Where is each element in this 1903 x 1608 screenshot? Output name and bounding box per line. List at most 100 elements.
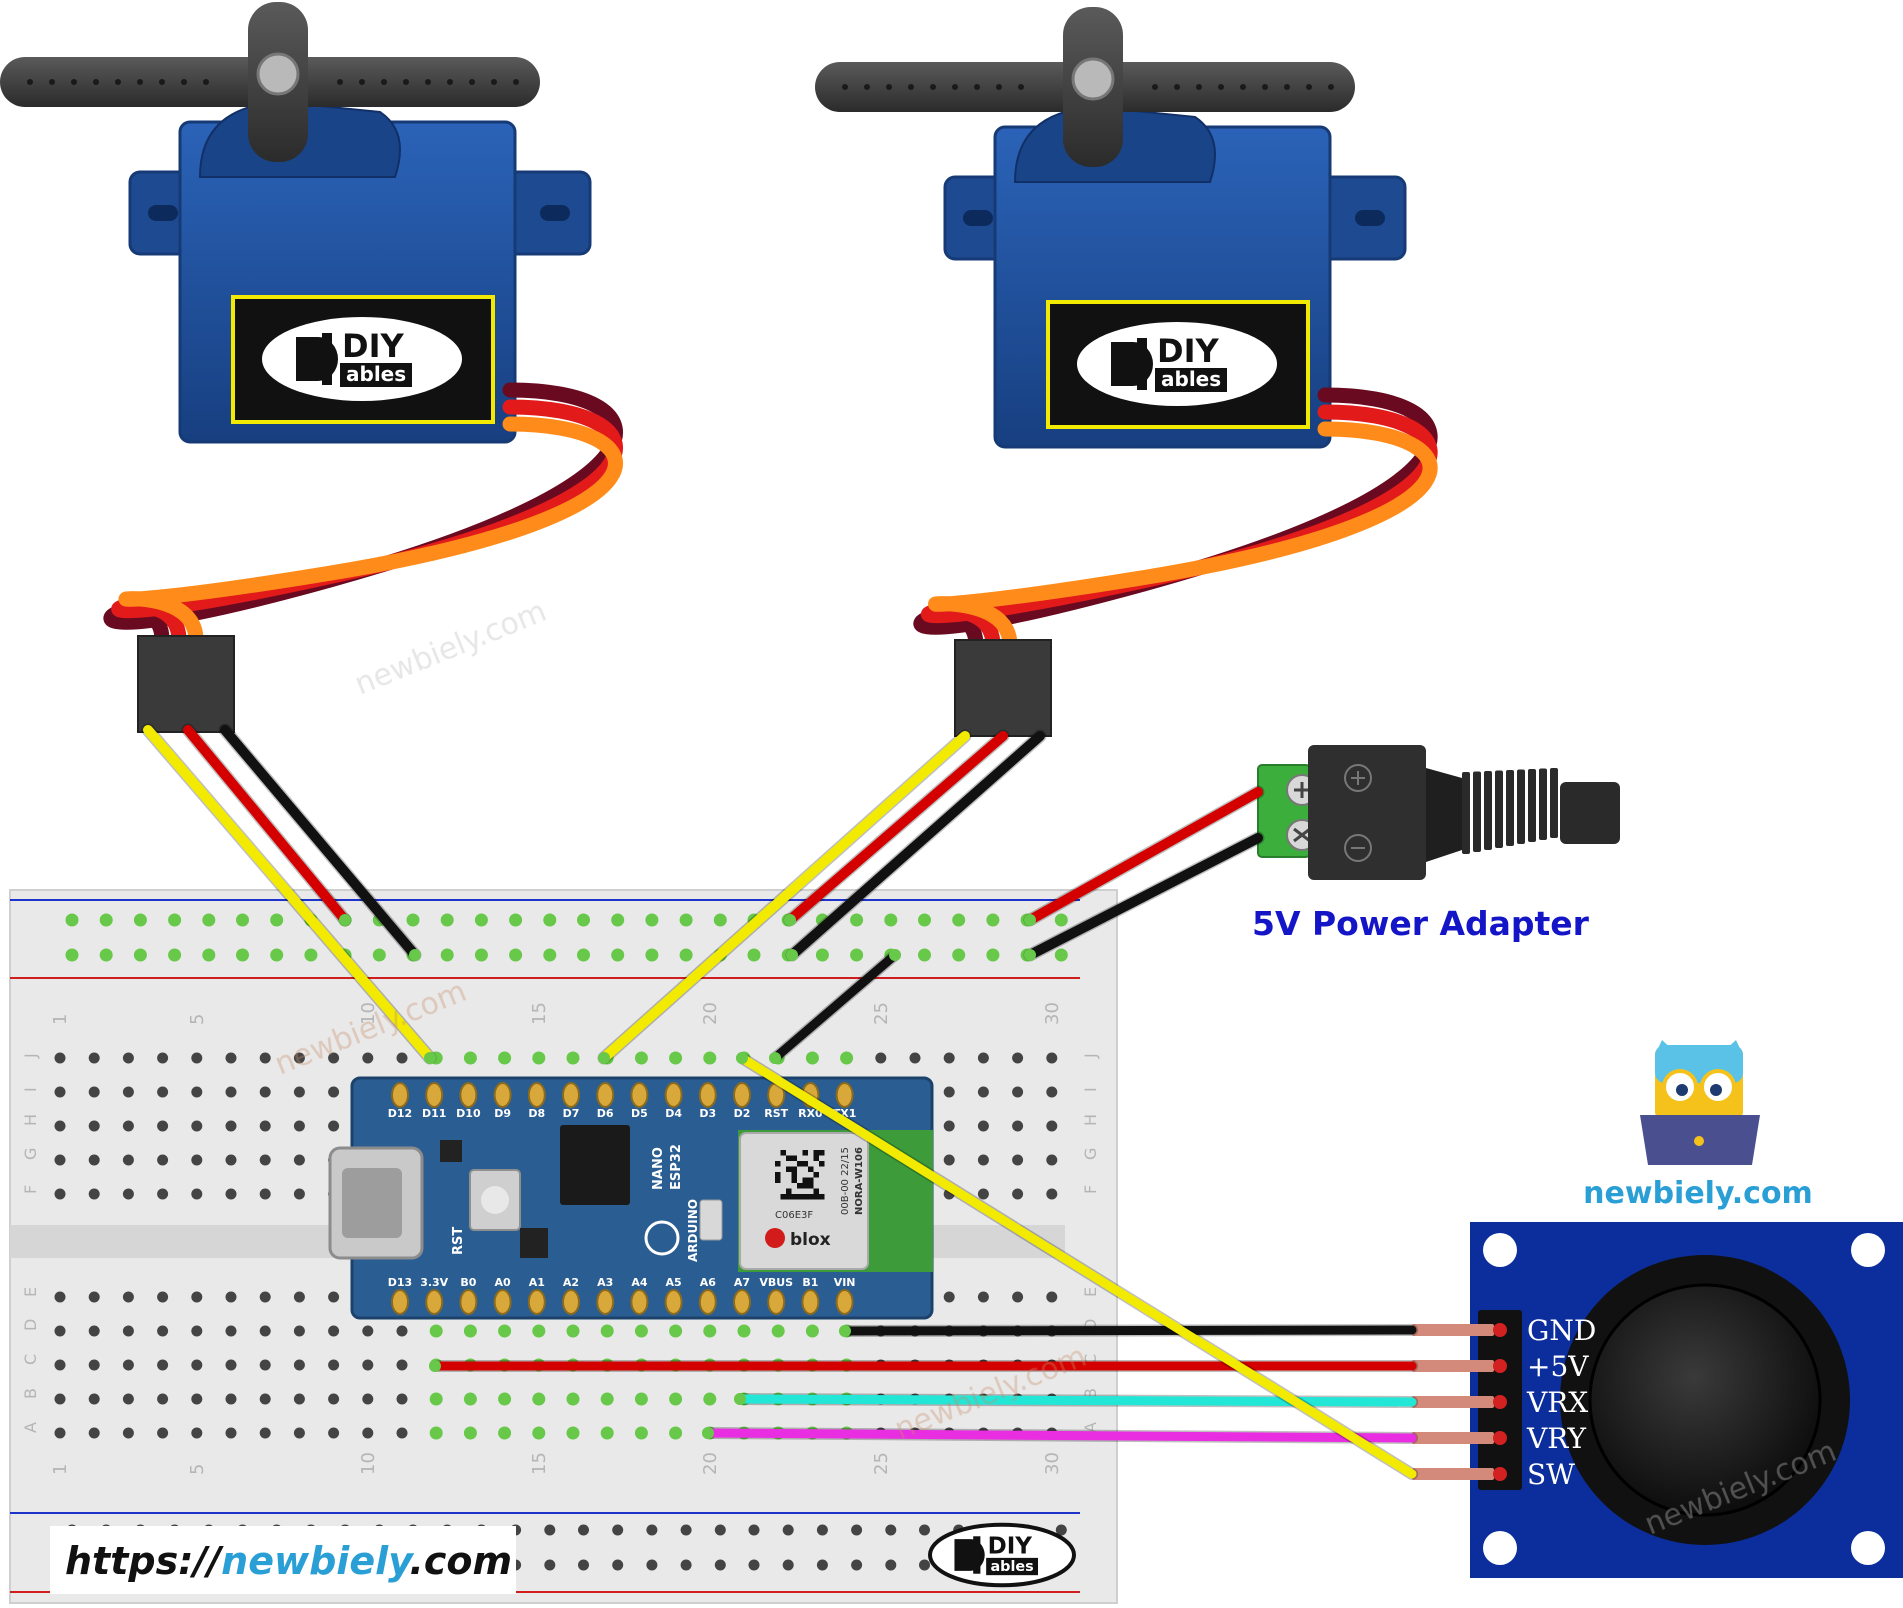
wire-end-dot xyxy=(339,914,351,926)
horn-hole xyxy=(996,84,1002,90)
screw-minus-b xyxy=(1293,827,1311,843)
horn-hole xyxy=(425,79,431,85)
terminal-hole xyxy=(157,1359,169,1371)
wire-end-dot xyxy=(409,949,421,961)
top-pin-label: D8 xyxy=(528,1107,545,1120)
qr-cell xyxy=(802,1194,808,1200)
arduino-nano-esp32: RST NANO ESP32 ARDUINO blox C06E3F 00B-0… xyxy=(328,1076,934,1320)
bottom-pin-label: B1 xyxy=(802,1276,818,1289)
mount-hole-tr xyxy=(1851,1233,1885,1267)
arduino-logo-icon xyxy=(644,1220,680,1256)
terminal-hole xyxy=(943,1120,955,1132)
terminal-hole xyxy=(1046,1291,1058,1303)
connected-hole xyxy=(566,1426,580,1440)
wire-end-dot xyxy=(784,914,796,926)
row-letter: H xyxy=(1081,1114,1100,1126)
top-pin-pad xyxy=(664,1082,683,1108)
terminal-hole xyxy=(328,1427,340,1439)
connected-hole xyxy=(669,1051,683,1065)
terminal-hole xyxy=(225,1052,237,1064)
bottom-pin-pad xyxy=(562,1289,580,1315)
qr-cell xyxy=(780,1194,786,1200)
rail-hole xyxy=(919,1559,930,1571)
horn-hole xyxy=(159,79,165,85)
qr-cell xyxy=(813,1150,819,1156)
terminal-hole xyxy=(122,1359,134,1371)
qr-cell xyxy=(802,1150,808,1156)
site-url: https://newbiely.com xyxy=(65,1539,512,1583)
connected-hole xyxy=(747,948,761,962)
terminal-hole xyxy=(88,1052,100,1064)
terminal-hole xyxy=(259,1325,271,1337)
horn-hole xyxy=(203,79,209,85)
row-letter: C xyxy=(21,1354,40,1365)
rail-hole xyxy=(680,1524,692,1536)
row-letter: C xyxy=(1081,1354,1100,1365)
connected-hole xyxy=(634,1051,648,1065)
logo-word-top: DIY xyxy=(342,327,404,365)
terminal-hole xyxy=(977,1291,989,1303)
terminal-hole xyxy=(88,1188,100,1200)
terminal-hole xyxy=(396,1427,408,1439)
servo2-ground-wire xyxy=(787,731,1045,960)
mount-hole-br xyxy=(1851,1531,1885,1565)
horn-hole xyxy=(337,79,343,85)
connected-hole xyxy=(532,1392,546,1406)
terminal-hole xyxy=(977,1120,989,1132)
adapter-plug xyxy=(1560,782,1620,844)
wire-end-dot xyxy=(598,1052,610,1064)
connected-hole xyxy=(850,913,864,927)
top-pin-pad xyxy=(527,1082,546,1108)
connected-hole xyxy=(600,1324,614,1338)
adapter-rib xyxy=(1517,769,1525,844)
terminal-hole xyxy=(943,1154,955,1166)
connected-hole xyxy=(532,1426,546,1440)
horn-hole xyxy=(49,79,55,85)
horn-hole xyxy=(359,79,365,85)
connected-hole xyxy=(202,913,216,927)
connected-hole xyxy=(771,1324,785,1338)
joystick-pin-lead xyxy=(1412,1360,1494,1372)
qr-cell xyxy=(786,1166,792,1172)
terminal-hole xyxy=(88,1154,100,1166)
bottom-pin-label: A5 xyxy=(666,1276,682,1289)
servo-tab-slot xyxy=(1355,210,1385,226)
usb-c-inner xyxy=(342,1168,402,1238)
bottom-pin-pad xyxy=(835,1289,854,1315)
rail-hole xyxy=(544,1524,556,1536)
terminal-hole xyxy=(54,1086,66,1098)
qr-cell xyxy=(819,1161,825,1167)
adapter-rib xyxy=(1539,768,1547,840)
rail-hole xyxy=(748,1524,760,1536)
terminal-hole xyxy=(157,1188,169,1200)
terminal-hole xyxy=(362,1427,374,1439)
connected-hole xyxy=(566,1392,580,1406)
qr-cell xyxy=(786,1155,792,1161)
column-number: 30 xyxy=(1042,1002,1063,1025)
url-name: newbiely xyxy=(221,1539,415,1583)
qr-cell xyxy=(808,1194,814,1200)
servo-cable-strand xyxy=(118,416,623,648)
terminal-hole xyxy=(191,1154,203,1166)
qr-cell xyxy=(819,1194,825,1200)
connected-hole xyxy=(372,948,386,962)
terminal-hole xyxy=(259,1120,271,1132)
column-number: 5 xyxy=(187,1464,208,1475)
bottom-pin-label: A2 xyxy=(563,1276,579,1289)
terminal-hole xyxy=(88,1086,100,1098)
connected-hole xyxy=(498,1392,512,1406)
adapter-rib xyxy=(1473,771,1481,852)
terminal-hole xyxy=(1012,1291,1024,1303)
qr-cell xyxy=(813,1172,819,1178)
connected-hole xyxy=(703,1324,717,1338)
top-pin-label: D4 xyxy=(665,1107,682,1120)
terminal-hole xyxy=(225,1086,237,1098)
terminal-hole xyxy=(259,1359,271,1371)
logo-word-bottom: ables xyxy=(346,362,406,386)
logo-bar xyxy=(973,1536,981,1574)
column-number: 1 xyxy=(50,1014,71,1025)
horn-hole xyxy=(908,84,914,90)
terminal-hole xyxy=(191,1291,203,1303)
